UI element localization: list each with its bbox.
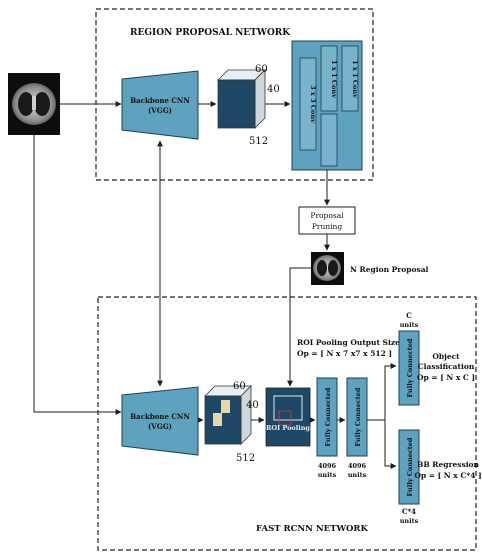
fc-cls-block — [398, 330, 420, 406]
conv-1x1-box-c — [320, 113, 338, 167]
rpn-feature-map-cube — [217, 69, 266, 129]
fc-cls-units-label: units — [400, 321, 419, 329]
arrow-image-to-frcnn-backbone — [33, 135, 122, 415]
fc1-label: Fully Connected — [324, 387, 332, 446]
rpn-backbone-label: Backbone CNN — [130, 96, 190, 105]
roi-output-size-value: Op = [ N x 7 x7 x 512 ] — [297, 349, 392, 358]
fc2-units-label: units — [348, 471, 367, 479]
rpn-region — [95, 8, 374, 181]
fc2-units-number: 4096 — [348, 462, 367, 470]
rpn-backbone-sublabel: (VGG) — [148, 106, 172, 115]
arrow-proposal-to-roi — [287, 267, 311, 387]
conv-1x1-label-b: 1 x 1 Conv — [351, 60, 359, 98]
fc-bb-block — [398, 429, 420, 505]
rpn-title: REGION PROPOSAL NETWORK — [130, 28, 291, 38]
frcnn-backbone-label: Backbone CNN — [130, 412, 190, 421]
arrow-fc2-to-cls — [367, 363, 397, 421]
region-proposal-image — [311, 252, 344, 285]
fc-bb-units-label: units — [400, 517, 419, 525]
fc-cls-label: Fully Connected — [406, 338, 414, 397]
fast-rcnn-region — [97, 296, 477, 551]
fc-cls-units-top: C — [406, 311, 412, 320]
fast-rcnn-title: FAST RCNN NETWORK — [256, 524, 368, 534]
fc-bb-units-top: C*4 — [402, 507, 416, 516]
conv-3x3-box — [299, 57, 317, 151]
proposal-pruning-line2: Pruning — [312, 222, 343, 231]
conv-1x1-label-a: 1 x 1 Conv — [330, 60, 338, 98]
rpn-dim-width: 40 — [267, 84, 280, 95]
roi-pooling-block — [265, 387, 311, 447]
roi-output-size-title: ROI Pooling Output Size — [297, 338, 400, 347]
conv-1x1-box-a — [320, 45, 338, 112]
fc1-block — [316, 377, 338, 457]
fc2-block — [346, 377, 368, 457]
frcnn-dim-channels: 512 — [236, 453, 255, 464]
conv-3x3-label: 3 x 3 Conv — [309, 85, 317, 123]
object-classification-line2: Classification — [418, 362, 475, 371]
fc2-label: Fully Connected — [354, 387, 362, 446]
fc1-units-label: units — [318, 471, 337, 479]
conv-1x1-box-b — [341, 45, 359, 112]
ct-scan-input-image — [8, 73, 60, 135]
arrow-fc2-to-bb — [384, 420, 397, 469]
rpn-dim-height: 60 — [255, 64, 268, 75]
frcnn-dim-height: 60 — [233, 381, 246, 392]
roi-pooling-label: ROI Pooling — [266, 424, 310, 432]
bb-regression-output: Op = [ N x C*4 ] — [414, 471, 481, 480]
object-classification-line1: Object — [432, 352, 460, 361]
frcnn-backbone-cnn — [121, 386, 199, 456]
bb-regression-line1: BB Regression — [417, 460, 480, 469]
rpn-backbone-cnn — [121, 70, 199, 140]
object-classification-output: Op = [ N x C ] — [417, 373, 475, 382]
frcnn-feature-map-cube — [204, 385, 252, 445]
frcnn-dim-width: 40 — [246, 400, 259, 411]
fc-bb-label: Fully Connected — [406, 437, 414, 496]
frcnn-backbone-sublabel: (VGG) — [148, 422, 172, 431]
rpn-dim-channels: 512 — [249, 136, 268, 147]
fc1-units-number: 4096 — [318, 462, 337, 470]
region-proposal-label: N Region Proposal — [350, 265, 429, 274]
proposal-pruning-line1: Proposal — [310, 211, 344, 220]
